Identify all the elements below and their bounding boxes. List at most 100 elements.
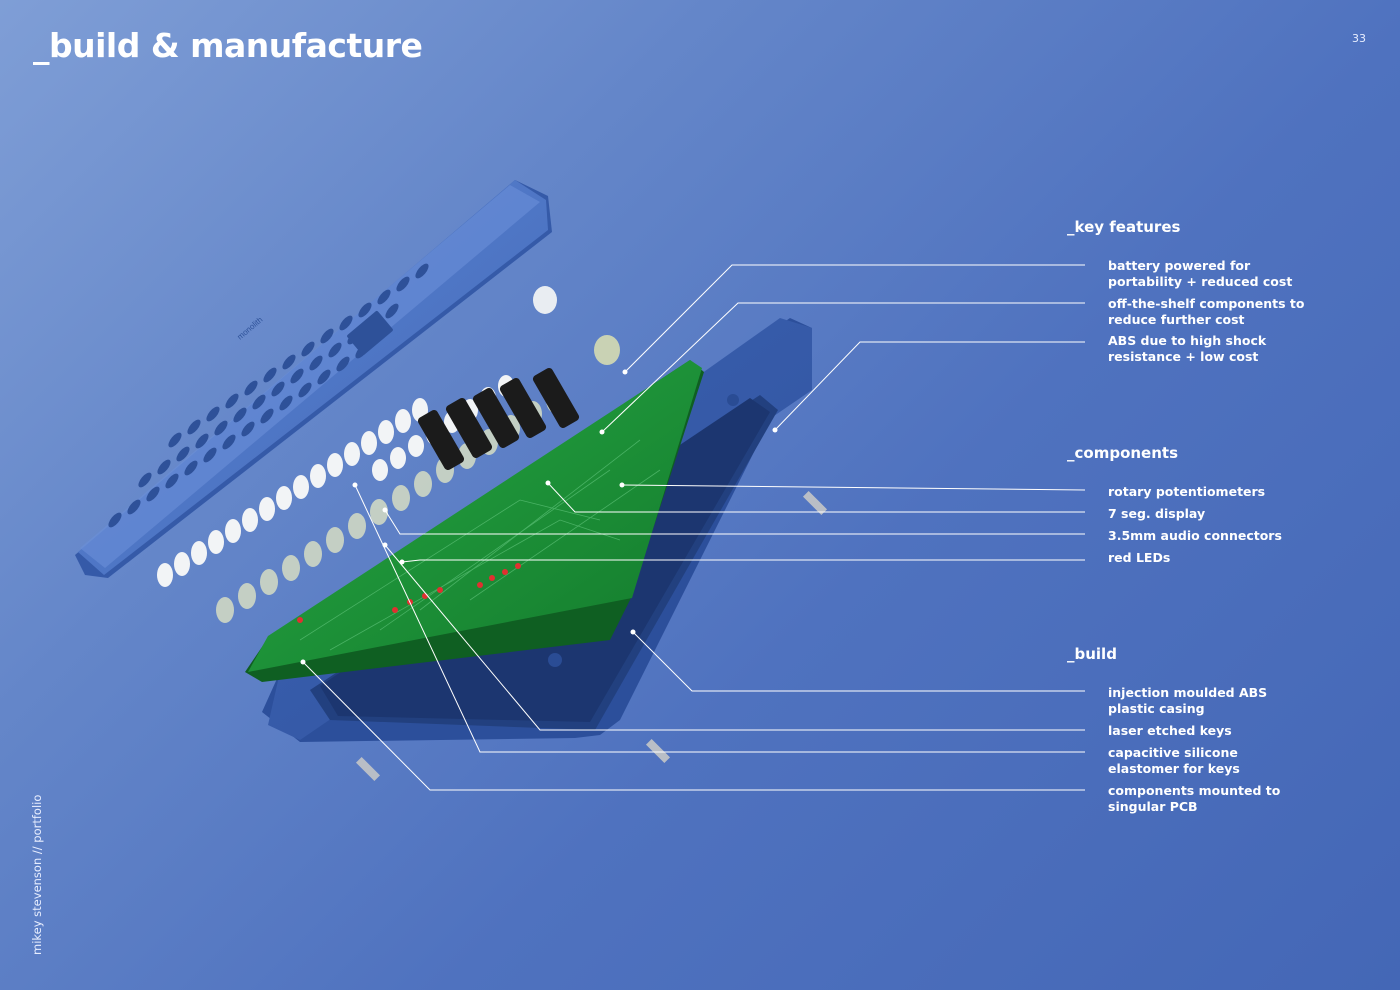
etched-key [157,563,173,587]
leader-abs-dot [772,427,778,433]
key-slot [244,380,258,396]
key-slot [377,289,391,305]
leader-keys [384,544,1085,731]
key-slot [317,369,331,385]
heading-build: _build [1067,645,1117,663]
leader-audio-dot [382,507,388,513]
etched-key [242,508,258,532]
leader-display-dot [545,480,551,486]
etched-key [378,420,394,444]
rotary-potentiometers [417,367,580,471]
key-slot [203,447,217,463]
key-slot [108,512,122,528]
etched-key [276,486,292,510]
leader-battery-dot [622,369,628,375]
leader-display [547,482,1085,513]
key-slot [195,433,209,449]
label-audio-connectors: 3.5mm audio connectors [1108,528,1282,543]
key-slot [184,460,198,476]
key-slot [415,263,429,279]
label-singular-pcb: components mounted to singular PCB [1108,783,1281,814]
key-slot [222,434,236,450]
leader-components-dot [599,429,605,435]
leader-abs [774,341,1085,431]
elastomer-key [370,499,388,525]
heading-components: _components [1067,444,1178,462]
leader-pcb-dot [300,659,306,665]
key-slot [358,302,372,318]
key-slot [165,473,179,489]
etched-key [259,497,275,521]
elastomer-key [414,471,432,497]
callout-leaders [300,264,1086,791]
leader-audio [384,509,1085,535]
key-slot [290,368,304,384]
screw-2 [645,738,671,764]
etched-key [390,447,406,469]
key-slot [263,367,277,383]
label-off-the-shelf: off-the-shelf components to reduce furth… [1108,296,1305,327]
floating-parts [355,286,828,782]
key-slot [127,499,141,515]
etched-key [408,435,424,457]
key-slot [271,381,285,397]
key-slot [138,472,152,488]
etched-key [327,453,343,477]
screw-3 [355,756,381,782]
leader-elastomer [354,484,1085,753]
label-injection-moulded: injection moulded ABS plastic casing [1108,685,1268,716]
key-slot [320,328,334,344]
pcb-board [245,360,704,682]
key-slot [385,303,399,319]
label-battery-powered: battery powered for portability + reduce… [1108,258,1293,289]
etched-key [225,519,241,543]
screw-1 [802,490,828,516]
etched-key [361,431,377,455]
etched-key [395,409,411,433]
label-capacitive-silicone: capacitive silicone elastomer for keys [1108,745,1240,776]
label-seven-seg-display: 7 seg. display [1108,506,1206,521]
etched-key [310,464,326,488]
heading-key-features: _key features [1067,218,1181,236]
label-laser-etched-keys: laser etched keys [1108,723,1232,738]
etched-key [344,442,360,466]
key-slot [241,421,255,437]
key-slot [279,395,293,411]
elastomer-key [216,597,234,623]
key-slot [309,355,323,371]
key-slot [252,394,266,410]
etched-key [208,530,224,554]
brand-logo-text: monolith [236,315,265,341]
leader-leds [401,559,1085,563]
elastomer-key [238,583,256,609]
key-slot [176,446,190,462]
key-slot [214,420,228,436]
key-slot [301,341,315,357]
label-rotary-potentiometers: rotary potentiometers [1108,484,1266,499]
key-slot [206,406,220,422]
label-abs-material: ABS due to high shock resistance + low c… [1108,333,1267,364]
key-slot [282,354,296,370]
elastomer-key [260,569,278,595]
key-slot [260,408,274,424]
key-slot [328,342,342,358]
key-slot [225,393,239,409]
leader-components [601,302,1085,433]
leader-casing [632,631,1085,692]
key-slot [146,486,160,502]
elastomer-key [304,541,322,567]
key-slot [336,356,350,372]
top-casing: monolith [75,180,552,578]
key-slot [339,315,353,331]
etched-key [293,475,309,499]
etched-key [191,541,207,565]
page-title: _build & manufacture [33,26,423,65]
key-slot [168,432,182,448]
leader-potentiometers [621,484,1086,491]
leader-pcb [302,661,1085,791]
etched-key [174,552,190,576]
etched-key [372,459,388,481]
leader-battery [624,264,1085,373]
leader-potentiometers-dot [619,482,625,488]
